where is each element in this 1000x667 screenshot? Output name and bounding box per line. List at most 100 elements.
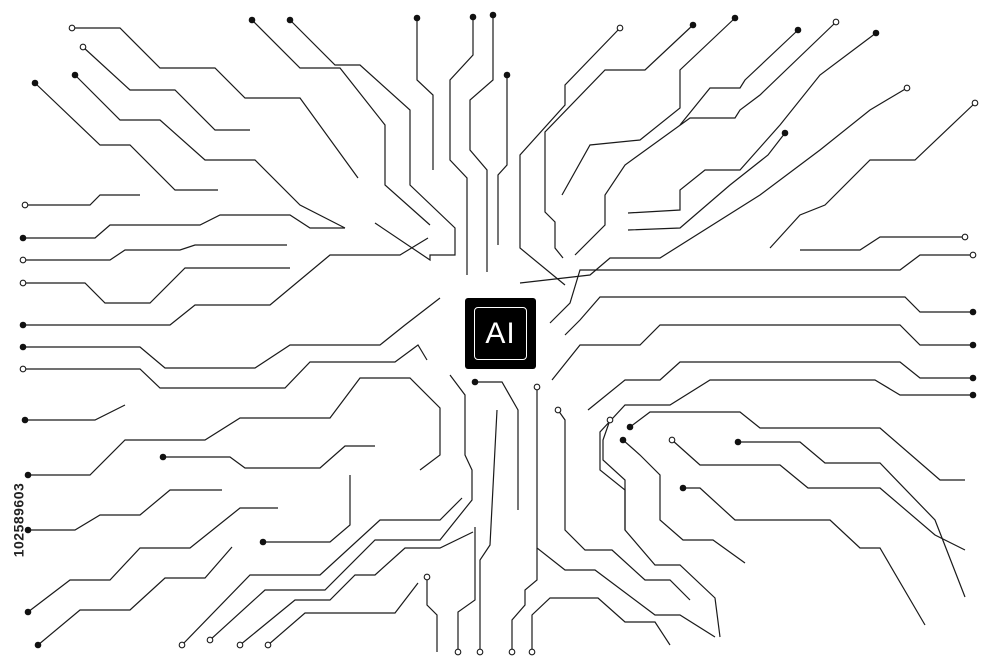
circuit-trace xyxy=(531,597,671,652)
circuit-trace xyxy=(622,439,746,564)
open-pad-icon xyxy=(971,99,979,107)
circuit-trace xyxy=(800,236,965,251)
solid-pad-icon xyxy=(286,16,294,24)
open-pad-icon xyxy=(19,365,27,373)
open-pad-icon xyxy=(554,406,562,414)
circuit-trace xyxy=(769,102,976,249)
solid-pad-icon xyxy=(781,129,789,137)
open-pad-icon xyxy=(668,436,676,444)
solid-pad-icon xyxy=(734,438,742,446)
circuit-trace xyxy=(209,374,473,641)
circuit-trace xyxy=(416,18,434,170)
open-pad-icon xyxy=(606,416,614,424)
solid-pad-icon xyxy=(413,14,421,22)
circuit-trace xyxy=(549,254,973,324)
circuit-trace xyxy=(23,214,345,239)
solid-pad-icon xyxy=(21,416,29,424)
circuit-trace xyxy=(627,32,877,214)
circuit-trace xyxy=(426,577,438,652)
circuit-trace xyxy=(536,387,716,638)
circuit-trace xyxy=(457,527,476,652)
ai-chip-label: AI xyxy=(485,316,516,350)
solid-pad-icon xyxy=(679,484,687,492)
solid-pad-icon xyxy=(503,71,511,79)
stock-id-text: 102589603 xyxy=(10,482,27,558)
circuit-trace xyxy=(289,19,456,262)
circuit-trace xyxy=(181,497,463,646)
circuit-trace xyxy=(519,27,621,286)
solid-pad-icon xyxy=(689,21,697,29)
circuit-trace xyxy=(251,19,431,226)
trace-end-pads xyxy=(19,11,979,656)
circuit-trace xyxy=(519,87,908,284)
ai-chip-frame: AI xyxy=(474,307,527,360)
circuit-trace xyxy=(72,27,359,179)
solid-pad-icon xyxy=(731,14,739,22)
circuit-trace xyxy=(23,297,441,369)
circuit-trace xyxy=(25,404,126,421)
open-pad-icon xyxy=(21,201,29,209)
open-pad-icon xyxy=(508,648,516,656)
solid-pad-icon xyxy=(969,308,977,316)
circuit-trace xyxy=(587,361,973,411)
circuit-trace xyxy=(479,409,498,652)
circuit-trace xyxy=(23,267,290,304)
open-pad-icon xyxy=(616,24,624,32)
solid-pad-icon xyxy=(471,378,479,386)
solid-pad-icon xyxy=(24,608,32,616)
solid-pad-icon xyxy=(872,29,880,37)
open-pad-icon xyxy=(19,279,27,287)
circuit-trace xyxy=(23,244,287,261)
circuit-trace xyxy=(25,194,140,206)
circuit-trace xyxy=(671,439,966,551)
solid-pad-icon xyxy=(969,391,977,399)
solid-pad-icon xyxy=(969,374,977,382)
open-pad-icon xyxy=(533,383,541,391)
circuit-trace xyxy=(564,296,973,336)
open-pad-icon xyxy=(528,648,536,656)
open-pad-icon xyxy=(68,24,76,32)
circuit-trace xyxy=(263,475,351,543)
circuit-trace xyxy=(683,487,926,626)
open-pad-icon xyxy=(423,573,431,581)
circuit-trace xyxy=(82,46,250,131)
open-pad-icon xyxy=(236,641,244,649)
open-pad-icon xyxy=(476,648,484,656)
circuit-trace xyxy=(23,344,428,389)
open-pad-icon xyxy=(178,641,186,649)
solid-pad-icon xyxy=(794,26,802,34)
circuit-trace xyxy=(449,17,474,275)
circuit-trace xyxy=(469,15,494,272)
circuit-trace xyxy=(551,324,973,381)
circuit-trace xyxy=(738,441,966,598)
solid-pad-icon xyxy=(626,423,634,431)
stock-id-watermark: 102589603 xyxy=(6,420,30,620)
circuit-trace xyxy=(497,75,508,245)
circuit-trace xyxy=(27,507,278,613)
circuit-trace xyxy=(28,489,222,531)
open-pad-icon xyxy=(206,636,214,644)
circuit-trace xyxy=(163,445,375,469)
solid-pad-icon xyxy=(619,436,627,444)
solid-pad-icon xyxy=(24,471,32,479)
circuit-trace xyxy=(74,74,346,229)
open-pad-icon xyxy=(832,18,840,26)
circuit-trace xyxy=(574,21,837,256)
circuit-trace xyxy=(37,546,233,646)
circuit-trace xyxy=(602,419,721,638)
circuit-trace xyxy=(23,237,429,326)
circuit-trace xyxy=(561,17,736,196)
circuit-trace xyxy=(599,379,973,530)
open-pad-icon xyxy=(454,648,462,656)
solid-pad-icon xyxy=(19,321,27,329)
solid-pad-icon xyxy=(969,341,977,349)
circuit-trace xyxy=(475,381,519,510)
circuit-trace xyxy=(679,29,799,126)
circuit-trace xyxy=(239,531,474,646)
solid-pad-icon xyxy=(159,453,167,461)
circuit-trace xyxy=(544,24,694,259)
open-pad-icon xyxy=(961,233,969,241)
circuit-trace xyxy=(34,82,218,191)
